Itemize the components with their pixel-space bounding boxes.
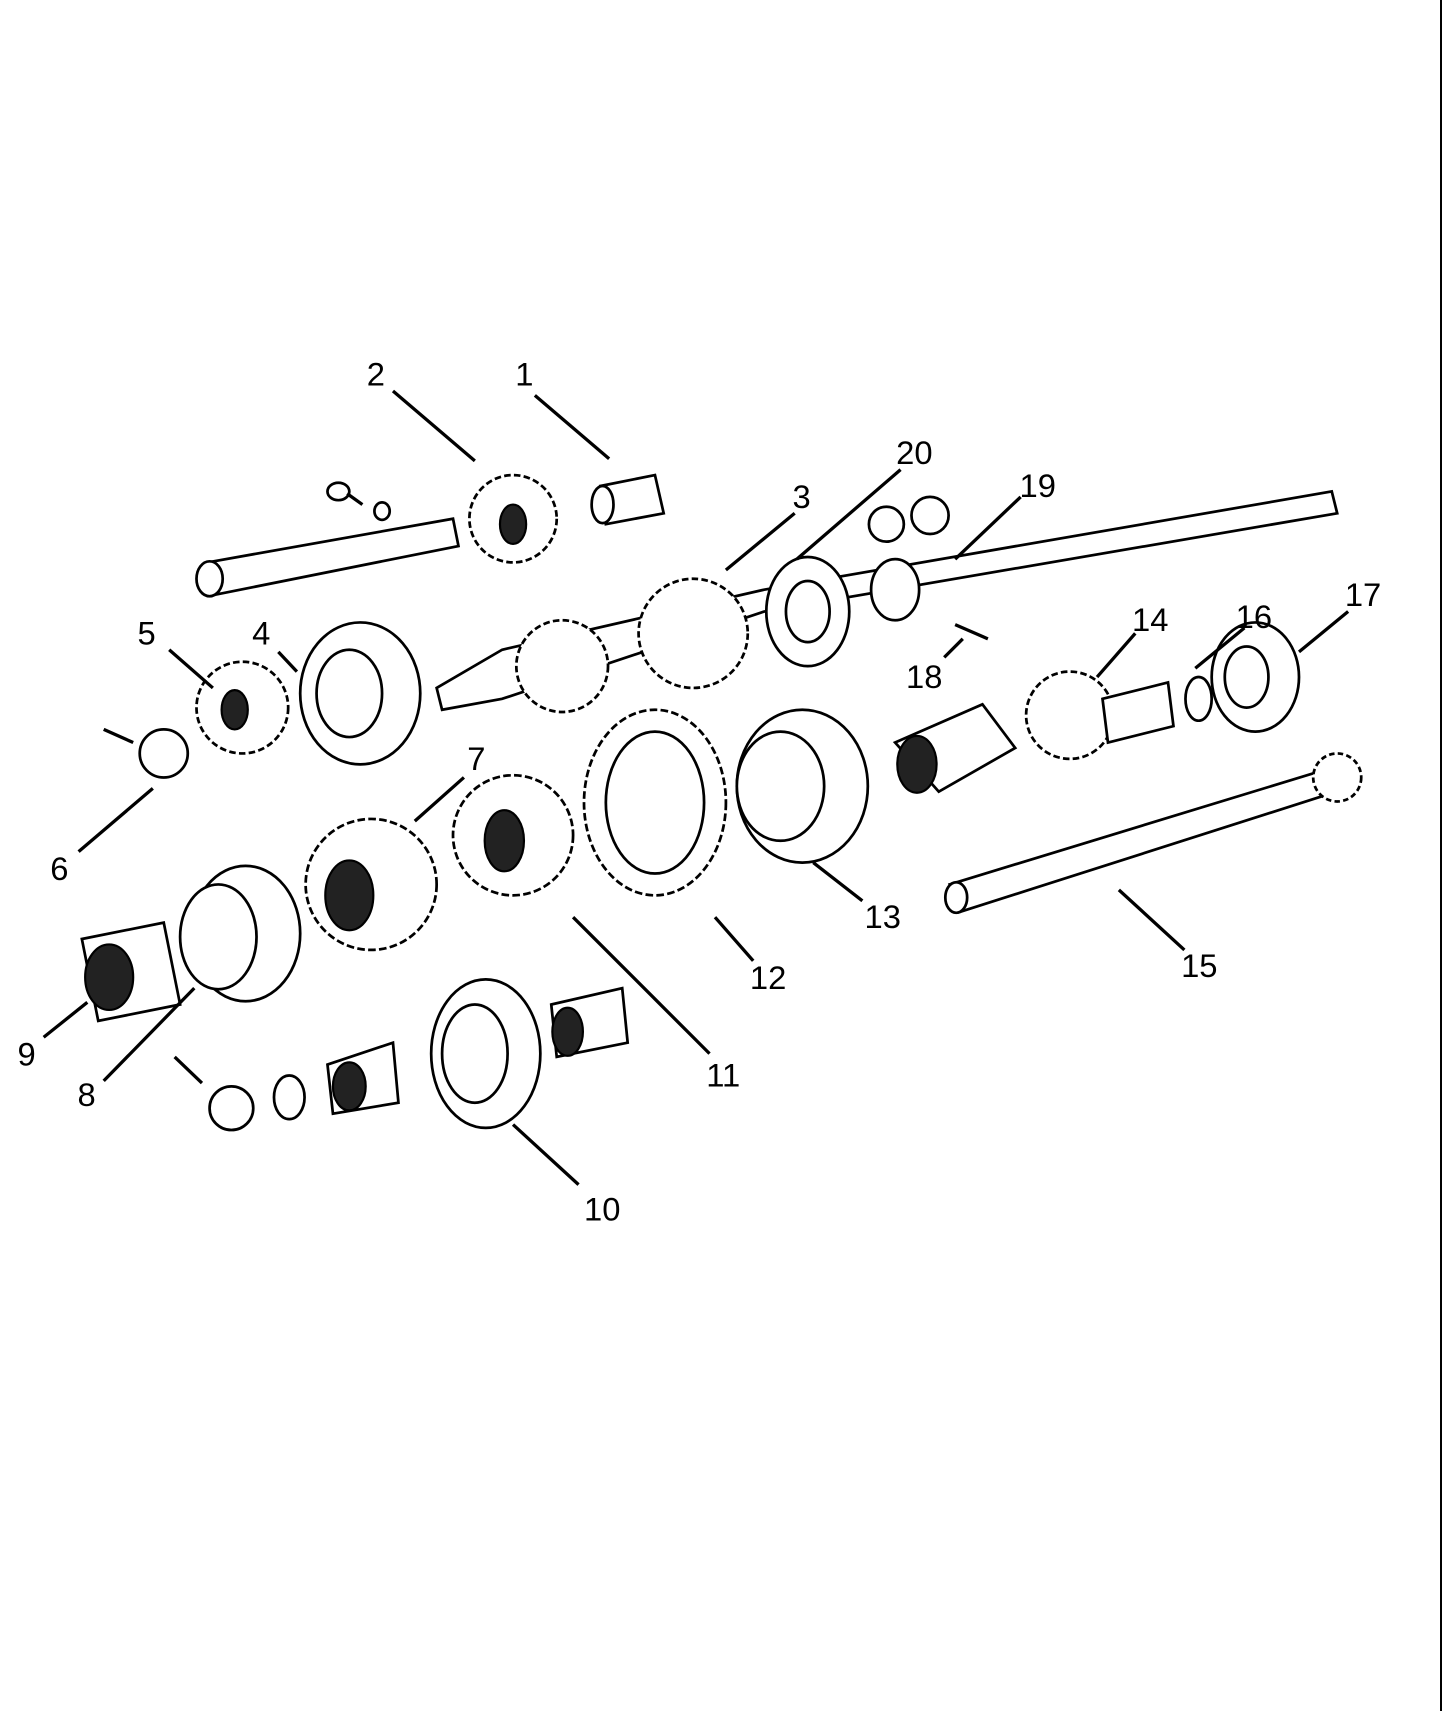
leader-3 <box>724 512 796 572</box>
leader-7 <box>413 776 466 823</box>
callout-6: 6 <box>50 850 68 887</box>
callout-12: 12 <box>750 959 786 996</box>
hub <box>892 702 1018 794</box>
page-edge <box>1440 0 1442 1711</box>
leader-11 <box>571 916 711 1055</box>
callout-labels: 1 2 3 4 5 6 7 8 9 10 11 12 13 14 15 16 1… <box>17 356 1381 1228</box>
part-13-sleeve <box>735 708 870 864</box>
part-9-collar <box>80 921 182 1023</box>
part-11-gear <box>451 773 575 897</box>
parts-drawing <box>80 473 1363 1132</box>
leader-4 <box>277 650 299 673</box>
leader-14 <box>1095 632 1137 679</box>
callout-14: 14 <box>1132 601 1168 638</box>
part-8-synchro <box>178 864 302 1003</box>
callout-20: 20 <box>896 434 932 471</box>
leader-8 <box>102 986 196 1083</box>
leader-lines <box>42 389 1350 1186</box>
leader-15 <box>1117 888 1186 952</box>
mainshaft <box>435 489 1339 714</box>
callout-13: 13 <box>865 898 901 935</box>
callout-19: 19 <box>1020 467 1056 504</box>
callout-8: 8 <box>78 1076 96 1113</box>
leader-5 <box>168 648 214 690</box>
leader-1 <box>533 394 611 460</box>
callout-3: 3 <box>792 478 810 515</box>
leader-2 <box>391 389 476 463</box>
part-17-bearing <box>1210 621 1301 733</box>
callout-11: 11 <box>706 1056 740 1093</box>
callout-4: 4 <box>252 614 270 651</box>
callout-2: 2 <box>367 356 385 393</box>
callout-17: 17 <box>1345 576 1381 613</box>
leader-10 <box>511 1123 580 1186</box>
part-14-gear <box>1024 670 1214 761</box>
callout-9: 9 <box>17 1036 35 1073</box>
callout-18: 18 <box>906 658 942 695</box>
leader-17 <box>1297 610 1350 654</box>
part-4-bearing <box>298 621 422 766</box>
part-5-gear <box>195 660 290 755</box>
callout-15: 15 <box>1181 947 1217 984</box>
bolt <box>326 481 392 522</box>
callout-16: 16 <box>1236 598 1272 635</box>
leader-19 <box>954 495 1022 561</box>
callout-7: 7 <box>467 740 485 777</box>
leader-13 <box>812 861 864 903</box>
layshaft <box>195 517 461 598</box>
part-7-gear <box>304 817 439 952</box>
callout-5: 5 <box>138 614 156 651</box>
part-6-nut <box>103 727 190 779</box>
part-12-ring <box>582 708 728 897</box>
leader-9 <box>42 1001 89 1039</box>
leader-16 <box>1194 626 1246 670</box>
leader-12 <box>713 916 755 962</box>
part-1-bush <box>590 473 666 526</box>
leader-18 <box>943 637 964 659</box>
callout-10: 10 <box>584 1191 620 1228</box>
callout-1: 1 <box>515 356 533 393</box>
leader-20 <box>795 468 902 561</box>
part-15-shaft <box>943 752 1363 915</box>
leader-6 <box>77 787 154 853</box>
part-2-gear-cluster <box>468 473 559 564</box>
part-10-bearing <box>173 978 630 1132</box>
